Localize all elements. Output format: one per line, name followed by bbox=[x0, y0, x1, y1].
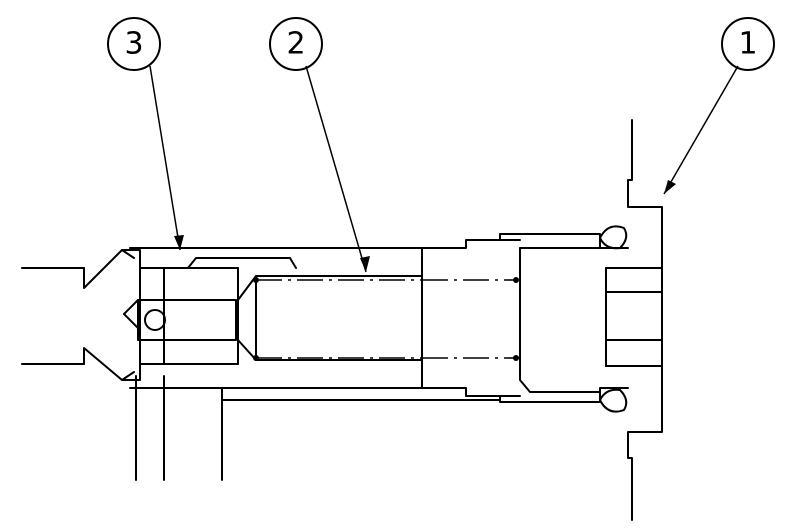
callout-balloon-1: 1 bbox=[721, 17, 775, 71]
part-3-pin bbox=[21, 249, 297, 481]
part-2-threaded-body bbox=[129, 233, 629, 481]
leader-2 bbox=[305, 65, 367, 273]
leader-1 bbox=[663, 65, 739, 195]
svg-text:1: 1 bbox=[738, 27, 757, 62]
part-1-housing bbox=[599, 119, 663, 521]
svg-text:2: 2 bbox=[286, 27, 305, 62]
leader-3 bbox=[149, 65, 181, 251]
callout-balloon-2: 2 bbox=[269, 17, 323, 71]
callout-balloon-3: 3 bbox=[107, 17, 161, 71]
svg-text:3: 3 bbox=[124, 27, 143, 62]
leader-lines bbox=[149, 65, 739, 273]
